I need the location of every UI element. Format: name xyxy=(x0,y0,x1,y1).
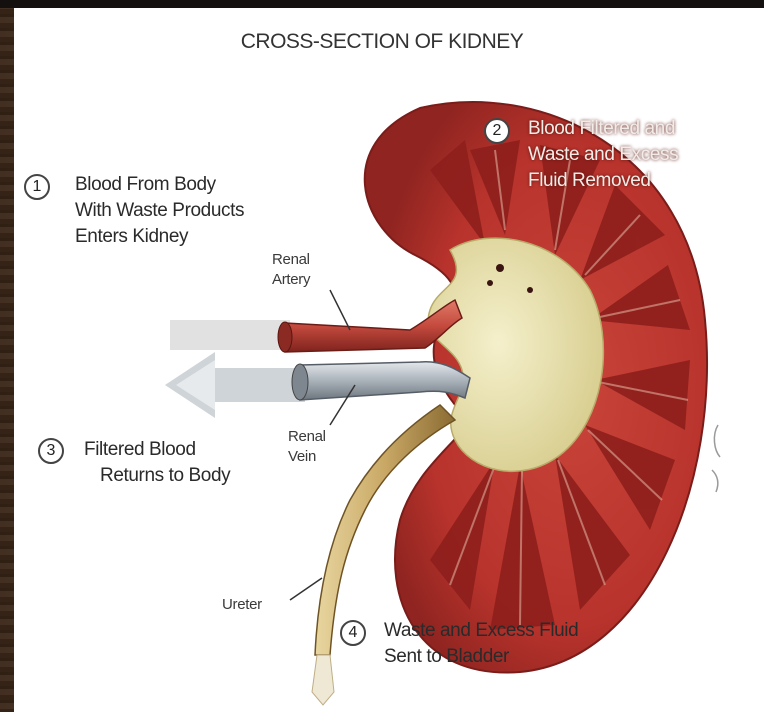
artist-signature xyxy=(712,425,720,492)
step-4-label: Waste and Excess Fluid Sent to Bladder xyxy=(384,618,578,670)
step-2-number: 2 xyxy=(484,118,510,144)
renal-vein xyxy=(300,362,470,400)
outgoing-blood-arrow xyxy=(165,352,305,418)
step-3-line-2: Returns to Body xyxy=(84,463,230,489)
step-1-label: Blood From Body With Waste Products Ente… xyxy=(75,172,244,250)
step-4-number: 4 xyxy=(340,620,366,646)
step-2-label: Blood Filtered and Waste and Excess Flui… xyxy=(528,116,678,194)
ureter-exit-arrow xyxy=(312,655,334,705)
step-4-line-2: Sent to Bladder xyxy=(384,644,578,670)
renal-artery-label-line-1: Renal xyxy=(272,250,310,270)
step-1-number: 1 xyxy=(24,174,50,200)
renal-vein-label-line-2: Vein xyxy=(288,447,326,467)
diagram-title: CROSS-SECTION OF KIDNEY xyxy=(0,30,764,54)
step-3-label: Filtered Blood Returns to Body xyxy=(84,437,230,489)
step-1-line-2: With Waste Products xyxy=(75,198,244,224)
step-2-line-3: Fluid Removed xyxy=(528,168,678,194)
step-1-line-1: Blood From Body xyxy=(75,172,244,198)
step-3-line-1: Filtered Blood xyxy=(84,437,230,463)
step-2-line-2: Waste and Excess xyxy=(528,142,678,168)
renal-vein-label: Renal Vein xyxy=(288,427,326,467)
renal-artery-label: Renal Artery xyxy=(272,250,310,290)
incoming-blood-arrow xyxy=(170,320,290,350)
step-4-line-1: Waste and Excess Fluid xyxy=(384,618,578,644)
ureter-label: Ureter xyxy=(222,595,262,615)
step-1-line-3: Enters Kidney xyxy=(75,224,244,250)
step-2-line-1: Blood Filtered and xyxy=(528,116,678,142)
renal-vein-label-line-1: Renal xyxy=(288,427,326,447)
step-3-number: 3 xyxy=(38,438,64,464)
renal-artery-label-line-2: Artery xyxy=(272,270,310,290)
